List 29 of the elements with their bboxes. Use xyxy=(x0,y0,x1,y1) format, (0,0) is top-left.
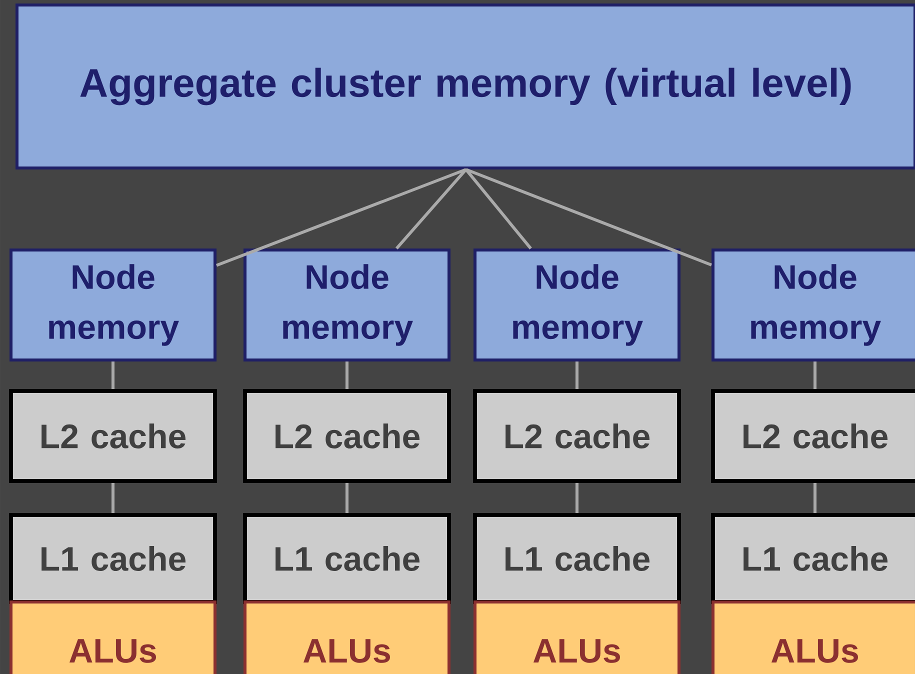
alu-box: ALUs xyxy=(10,600,216,674)
connector-line xyxy=(395,168,468,250)
cache-box: L1 cache xyxy=(9,513,217,604)
connector-line xyxy=(216,168,467,267)
cache-box: L1 cache xyxy=(243,513,451,604)
connector-line xyxy=(576,362,578,389)
memory-box: Node memory xyxy=(10,248,216,362)
top-box: Aggregate cluster memory (virtual level) xyxy=(16,4,915,170)
connector-line xyxy=(576,483,578,513)
cache-box: L2 cache xyxy=(243,389,451,483)
cache-box: L2 cache xyxy=(9,389,217,483)
cache-box: L2 cache xyxy=(473,389,681,483)
cache-box: L1 cache xyxy=(711,513,915,604)
memory-box: Node memory xyxy=(244,248,450,362)
cache-box: L1 cache xyxy=(473,513,681,604)
alu-box: ALUs xyxy=(712,600,915,674)
connector-line xyxy=(346,483,348,513)
memory-box: Node memory xyxy=(712,248,915,362)
memory-box: Node memory xyxy=(474,248,680,362)
connector-line xyxy=(814,483,816,513)
connector-line xyxy=(112,483,114,513)
connector-line xyxy=(112,362,114,389)
alu-box: ALUs xyxy=(474,600,680,674)
alu-box: ALUs xyxy=(244,600,450,674)
connector-line xyxy=(464,168,532,250)
cache-box: L2 cache xyxy=(711,389,915,483)
connector-line xyxy=(346,362,348,389)
connector-line xyxy=(465,168,712,266)
connector-line xyxy=(814,362,816,389)
